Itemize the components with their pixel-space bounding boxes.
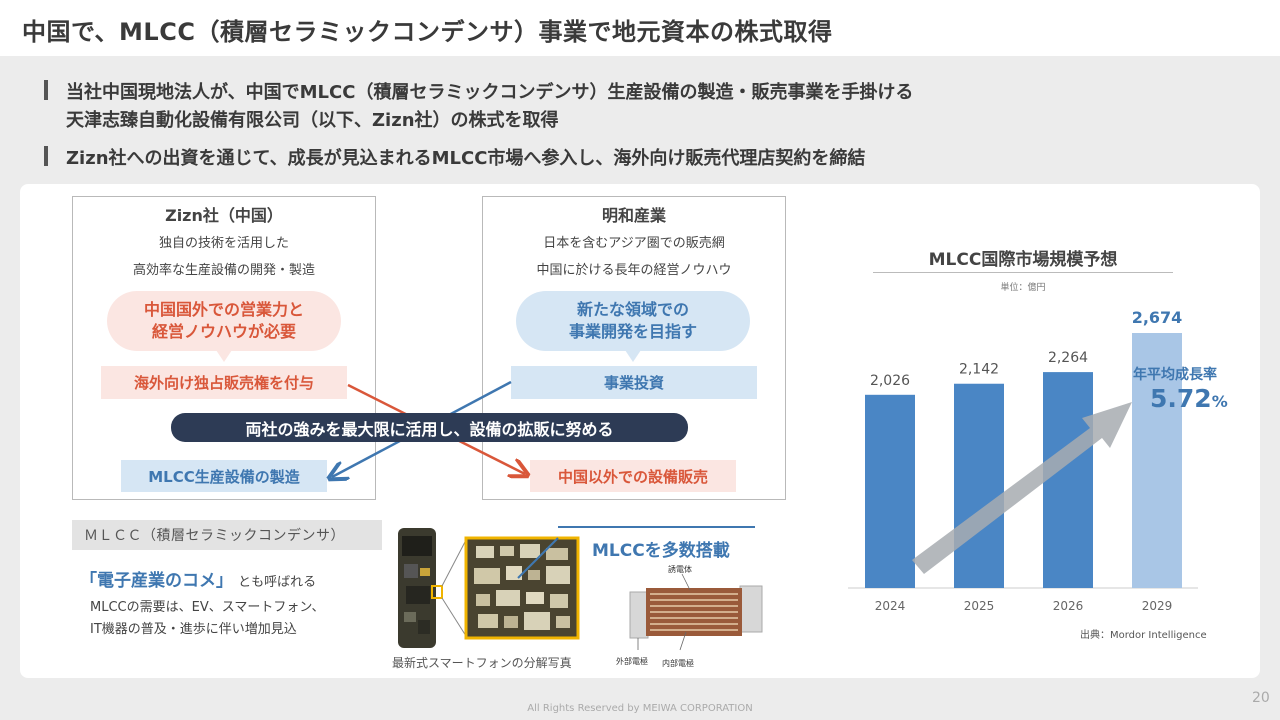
- cagr-label: 年平均成長率: [1133, 367, 1217, 383]
- exclusive-rights-tag: 海外向け独占販売権を付与: [101, 366, 347, 399]
- callout-line: [558, 526, 755, 528]
- value-label-2024: 2,026: [870, 373, 910, 389]
- zizn-desc-2: 高効率な生産設備の開発・製造: [132, 263, 315, 278]
- chart-title: MLCC国際市場規模予想: [928, 250, 1118, 270]
- zizn-name: Zizn社（中国）: [165, 206, 283, 225]
- diagram-label-dielectric: 誘電体: [668, 565, 692, 574]
- category-label-2024: 2024: [875, 599, 906, 613]
- zizn-need-line2: 経営ノウハウが必要: [151, 322, 296, 341]
- bullet-1-line1: 当社中国現地法人が、中国でMLCC（積層セラミックコンデンサ）生産設備の製造・販…: [66, 82, 914, 103]
- diagram-label-internal-electrode: 内部電極: [662, 659, 694, 668]
- bar-chart: 2,026 2024 2,142 2025 2,264 2026 2,674 2029: [848, 308, 1198, 613]
- category-label-2029: 2029: [1142, 599, 1173, 613]
- chart-source: 出典：Mordor Intelligence: [1080, 630, 1207, 641]
- growth-arrow: [912, 402, 1132, 574]
- meiwa-desc-1: 日本を含むアジア圏での販売網: [543, 236, 725, 251]
- value-label-2026: 2,264: [1048, 350, 1088, 366]
- bullet-1-line2: 天津志臻自動化設備有限公司（以下、Zizn社）の株式を取得: [66, 110, 559, 131]
- bubble-tail: [216, 350, 232, 362]
- investment-tag: 事業投資: [511, 366, 757, 399]
- category-label-2025: 2025: [964, 599, 995, 613]
- mlcc-structure-diagram: [629, 573, 763, 651]
- equipment-manufacturing-tag: MLCC生産設備の製造: [121, 460, 327, 492]
- zizn-frame: [72, 196, 376, 500]
- cagr-value: 5.72: [1150, 384, 1212, 413]
- meiwa-goal-bubble: 新たな領域での 事業開発を目指す: [516, 291, 750, 351]
- overseas-sales-tag: 中国以外での設備販売: [530, 460, 736, 492]
- mlcc-heading: ＭＬＣＣ（積層セラミックコンデンサ）: [72, 520, 382, 550]
- bubble-tail: [625, 350, 641, 362]
- mlcc-nickname-line: 「電子産業のコメ」 とも呼ばれる: [80, 566, 316, 591]
- photo-callout: MLCCを多数搭載: [592, 541, 730, 561]
- cagr-value-group: 5.72%: [1150, 384, 1228, 413]
- bullet-2-line1: Zizn社への出資を通じて、成長が見込まれるMLCC市場へ参入し、海外向け販売代…: [66, 148, 866, 169]
- meiwa-goal-line2: 事業開発を目指す: [568, 322, 697, 341]
- strategy-banner: 両社の強みを最大限に活用し、設備の拡販に努める: [171, 413, 688, 442]
- bullet-marker: [44, 80, 48, 100]
- mlcc-demand-2: IT機器の普及・進歩に伴い増加見込: [90, 622, 297, 637]
- bar-2025: [954, 383, 1004, 588]
- value-label-2029: 2,674: [1132, 308, 1183, 327]
- meiwa-desc-2: 中国に於ける長年の経営ノウハウ: [536, 263, 732, 278]
- bullet-marker: [44, 146, 48, 166]
- cagr-unit: %: [1211, 392, 1228, 411]
- zizn-need-bubble: 中国国外での営業力と 経営ノウハウが必要: [107, 291, 341, 351]
- category-label-2026: 2026: [1053, 599, 1084, 613]
- footer-copyright: All Rights Reserved by MEIWA CORPORATION: [527, 703, 753, 714]
- photo-caption: 最新式スマートフォンの分解写真: [392, 656, 572, 670]
- meiwa-frame: [482, 196, 786, 500]
- zizn-need-line1: 中国国外での営業力と: [143, 300, 304, 319]
- meiwa-goal-line1: 新たな領域での: [576, 300, 689, 319]
- bar-2026: [1043, 372, 1093, 588]
- zizn-desc-1: 独自の技術を活用した: [158, 236, 289, 251]
- header-bar: [0, 0, 1280, 56]
- page-title: 中国で、MLCC（積層セラミックコンデンサ）事業で地元資本の株式取得: [22, 18, 833, 46]
- mlcc-nickname-suffix: とも呼ばれる: [238, 575, 317, 590]
- mlcc-nickname: 「電子産業のコメ」: [80, 571, 233, 591]
- smartphone-teardown-photo: [398, 528, 580, 648]
- value-label-2025: 2,142: [959, 362, 999, 378]
- chart-title-rule: [873, 272, 1173, 273]
- bar-2029: [1132, 333, 1182, 588]
- page-number: 20: [1252, 690, 1270, 706]
- bar-2024: [865, 394, 915, 588]
- diagram-label-external-electrode: 外部電極: [616, 657, 648, 666]
- chart-unit: 単位：億円: [1000, 283, 1046, 293]
- mlcc-demand-1: MLCCの需要は、EV、スマートフォン、: [90, 600, 325, 615]
- meiwa-name: 明和産業: [601, 206, 666, 225]
